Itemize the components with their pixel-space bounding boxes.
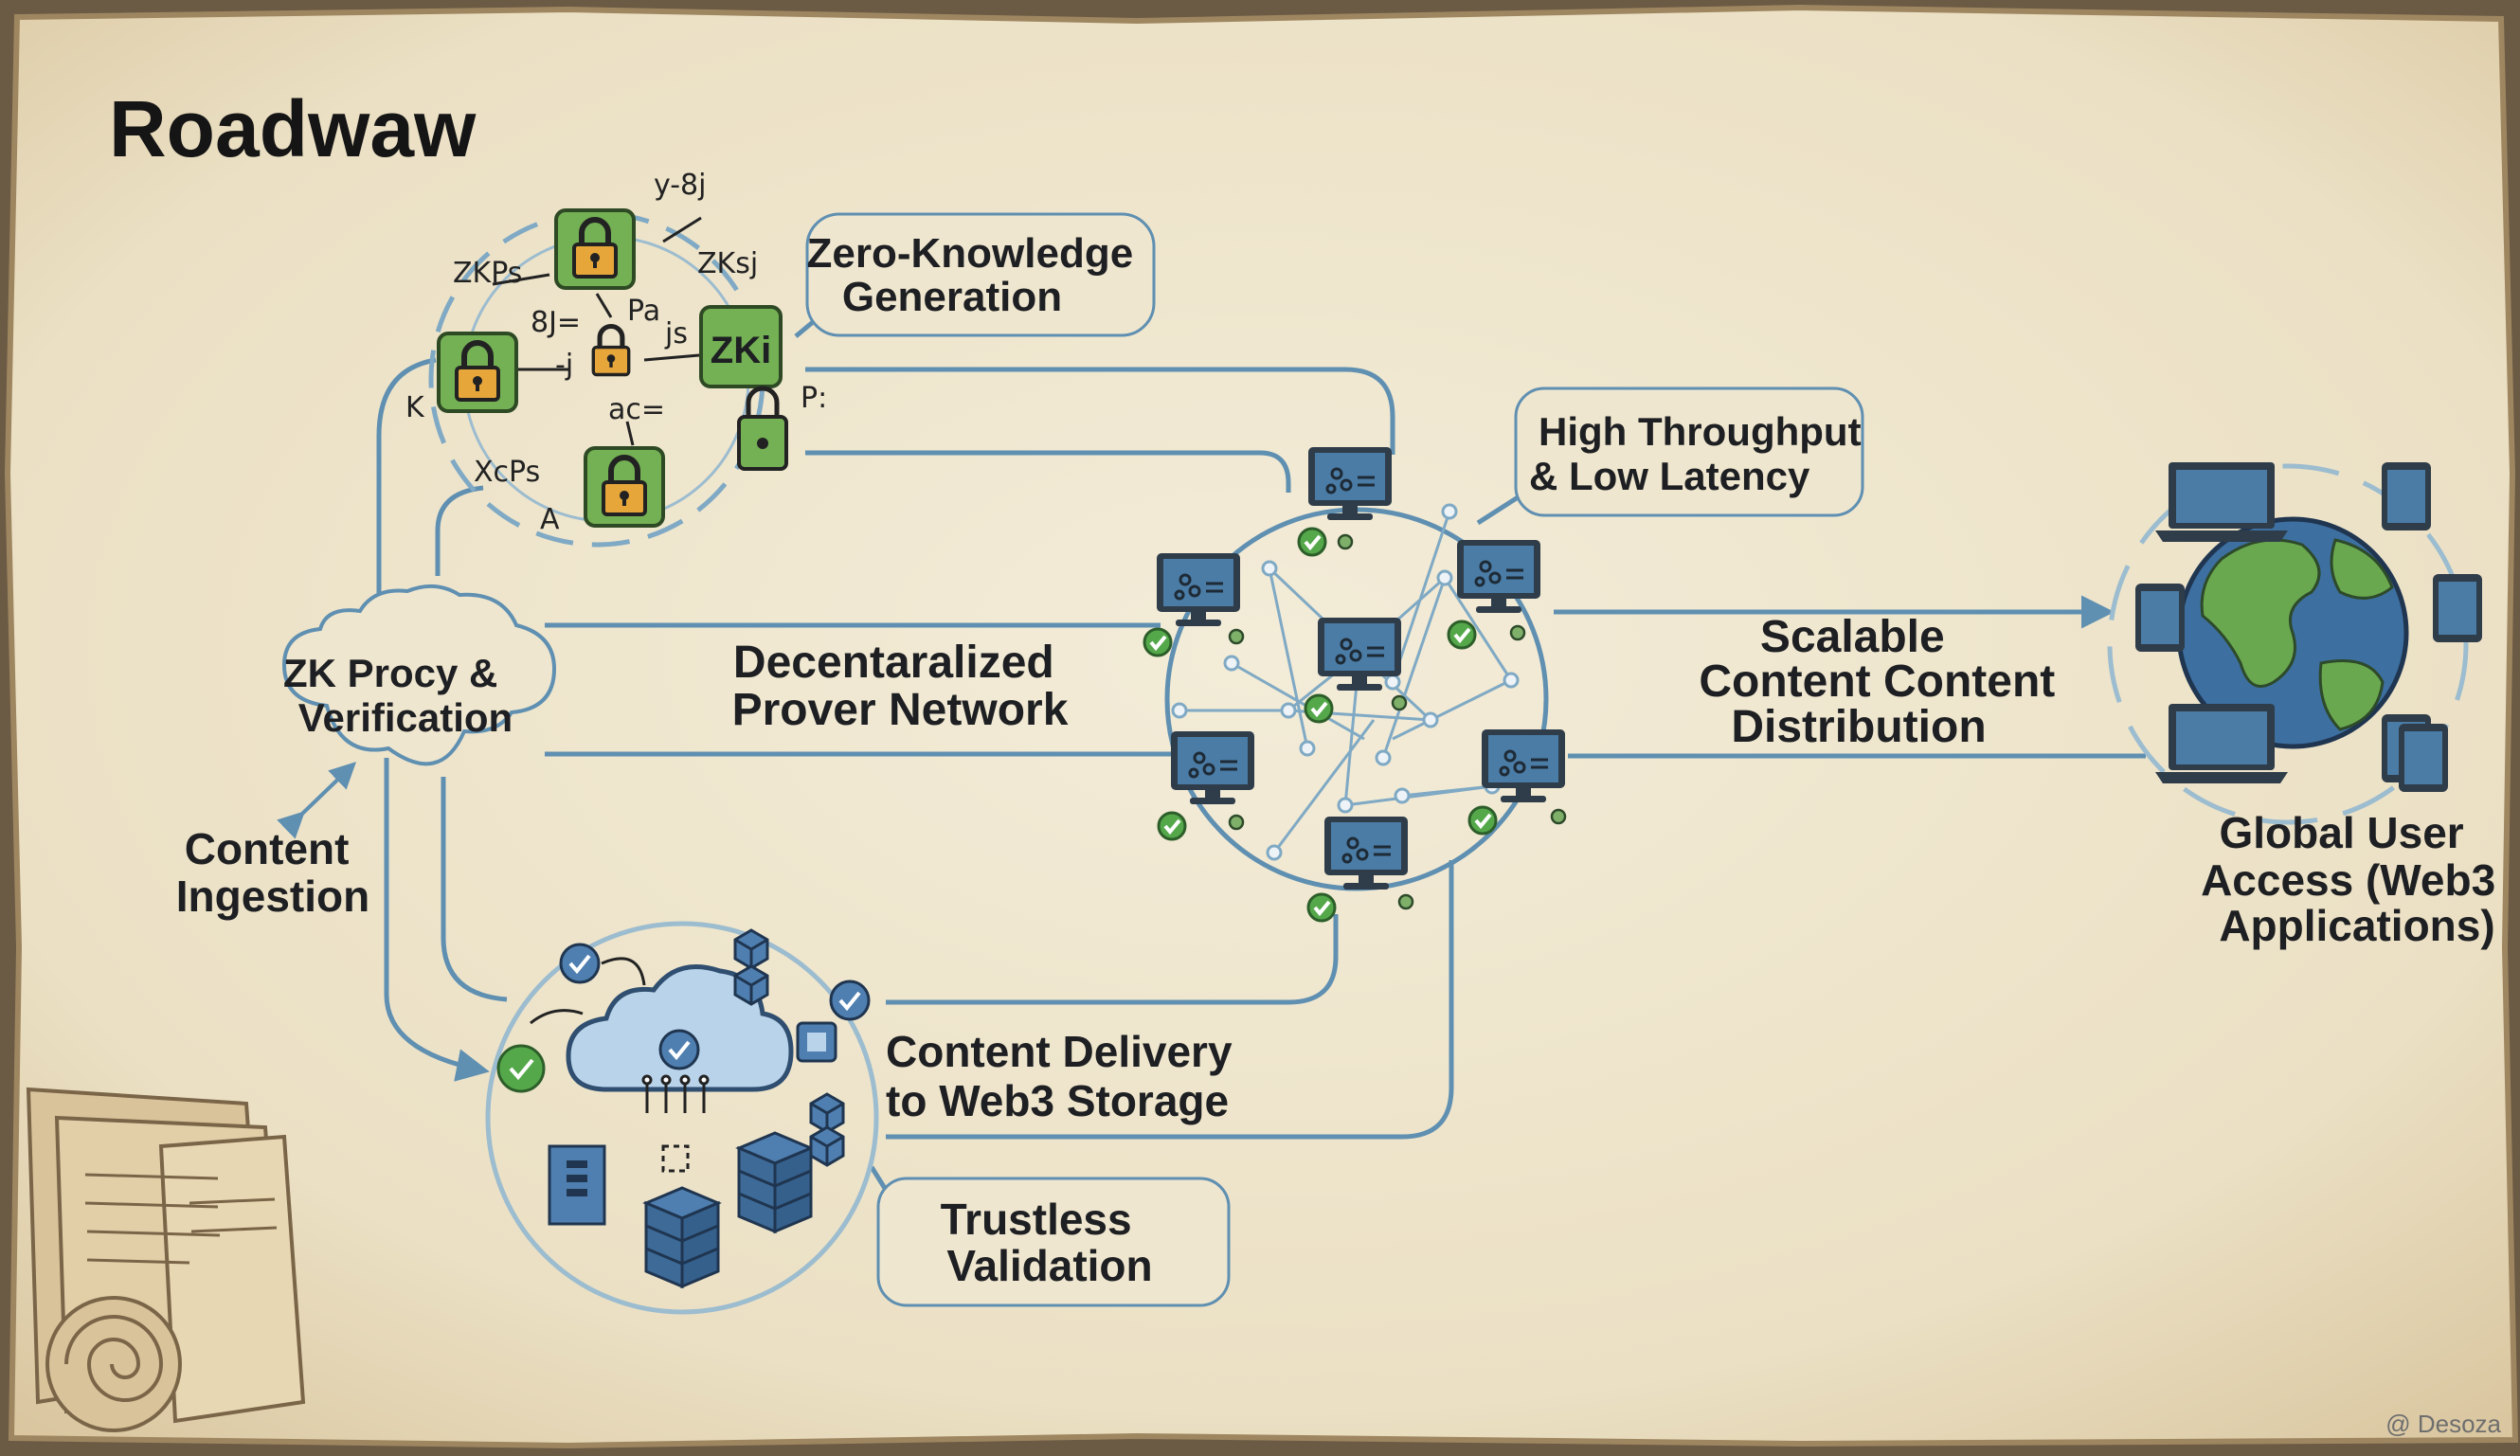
zk-label: A xyxy=(540,503,560,536)
svg-text:Trustless Validation: Trustless Validation xyxy=(941,1195,1153,1290)
check-badge-icon xyxy=(559,943,601,984)
ingestion-double-arrow xyxy=(277,762,357,839)
label-content-ingestion: Content Ingestion xyxy=(176,824,369,921)
callout-zero-knowledge: Zero-Knowledge Generation xyxy=(805,212,1156,337)
zk-label: ZKsj xyxy=(697,247,758,280)
check-badge-icon xyxy=(829,980,871,1021)
watermark: @ Desoza xyxy=(2385,1410,2501,1438)
zk-label: ZKPs xyxy=(453,257,522,290)
lock-box-green xyxy=(584,446,665,528)
globe-icon xyxy=(2176,516,2409,749)
connector-lines xyxy=(376,311,2146,1207)
zk-label: P: xyxy=(801,382,827,415)
zk-generation-cluster: ZKi y-8j ZKPs ZKsj Pa js 8J= -j K ac= P:… xyxy=(405,169,827,548)
prover-network xyxy=(1143,445,1567,923)
zk-proxy-cloud: ZK Procy & Verification xyxy=(281,584,557,766)
lock-box-green xyxy=(554,208,636,290)
zk-label: K xyxy=(405,391,425,424)
svg-text:Zero-Knowledge Generatio: Zero-Knowledge Generation xyxy=(807,230,1145,320)
scroll-illustration xyxy=(26,1087,306,1432)
zk-label: y-8j xyxy=(654,169,706,202)
chip-icon xyxy=(796,1021,837,1063)
zk-label: ac= xyxy=(608,393,665,426)
lock-icon-dark xyxy=(737,386,788,471)
label-content-delivery: Content Delivery to Web3 Storage xyxy=(886,1027,1244,1125)
tablet-icon xyxy=(2382,462,2431,530)
label-global-access: Global User Access (Web3 Applications) xyxy=(2201,808,2508,950)
callout-throughput: High Throughput & Low Latency xyxy=(1514,386,1872,517)
check-badge-icon xyxy=(496,1044,546,1093)
lock-box-green xyxy=(437,332,518,413)
svg-text:ZK Procy & Verification: ZK Procy & Verification xyxy=(283,651,513,740)
zk-label: XcPs xyxy=(474,456,540,489)
storage-cluster xyxy=(485,921,879,1315)
tablet-icon xyxy=(2382,714,2448,792)
svg-text:High Throughput & Low La: High Throughput & Low Latency xyxy=(1529,409,1872,498)
tablet-icon xyxy=(2135,584,2185,652)
label-scalable-distribution: Scalable Content Content Distribution xyxy=(1699,612,2067,752)
zk-label: js xyxy=(664,317,688,351)
server-icon xyxy=(548,1144,606,1226)
zk-label: 8J= xyxy=(531,306,581,339)
zk-box: ZKi xyxy=(699,305,783,388)
label-prover-network: Decentaralized Prover Network xyxy=(732,638,1069,735)
cloud-icon xyxy=(566,964,794,1092)
svg-text:ZKi: ZKi xyxy=(711,330,771,371)
tablet-icon xyxy=(2433,574,2482,642)
global-access-cluster xyxy=(2107,462,2482,825)
diagram-title: Roadwaw xyxy=(109,84,477,173)
callout-trustless: Trustless Validation xyxy=(876,1177,1231,1307)
storage-stack-icon xyxy=(737,1131,813,1233)
storage-stack-icon xyxy=(644,1186,720,1288)
zk-label: -j xyxy=(555,349,573,382)
zk-label: Pa xyxy=(627,295,660,328)
